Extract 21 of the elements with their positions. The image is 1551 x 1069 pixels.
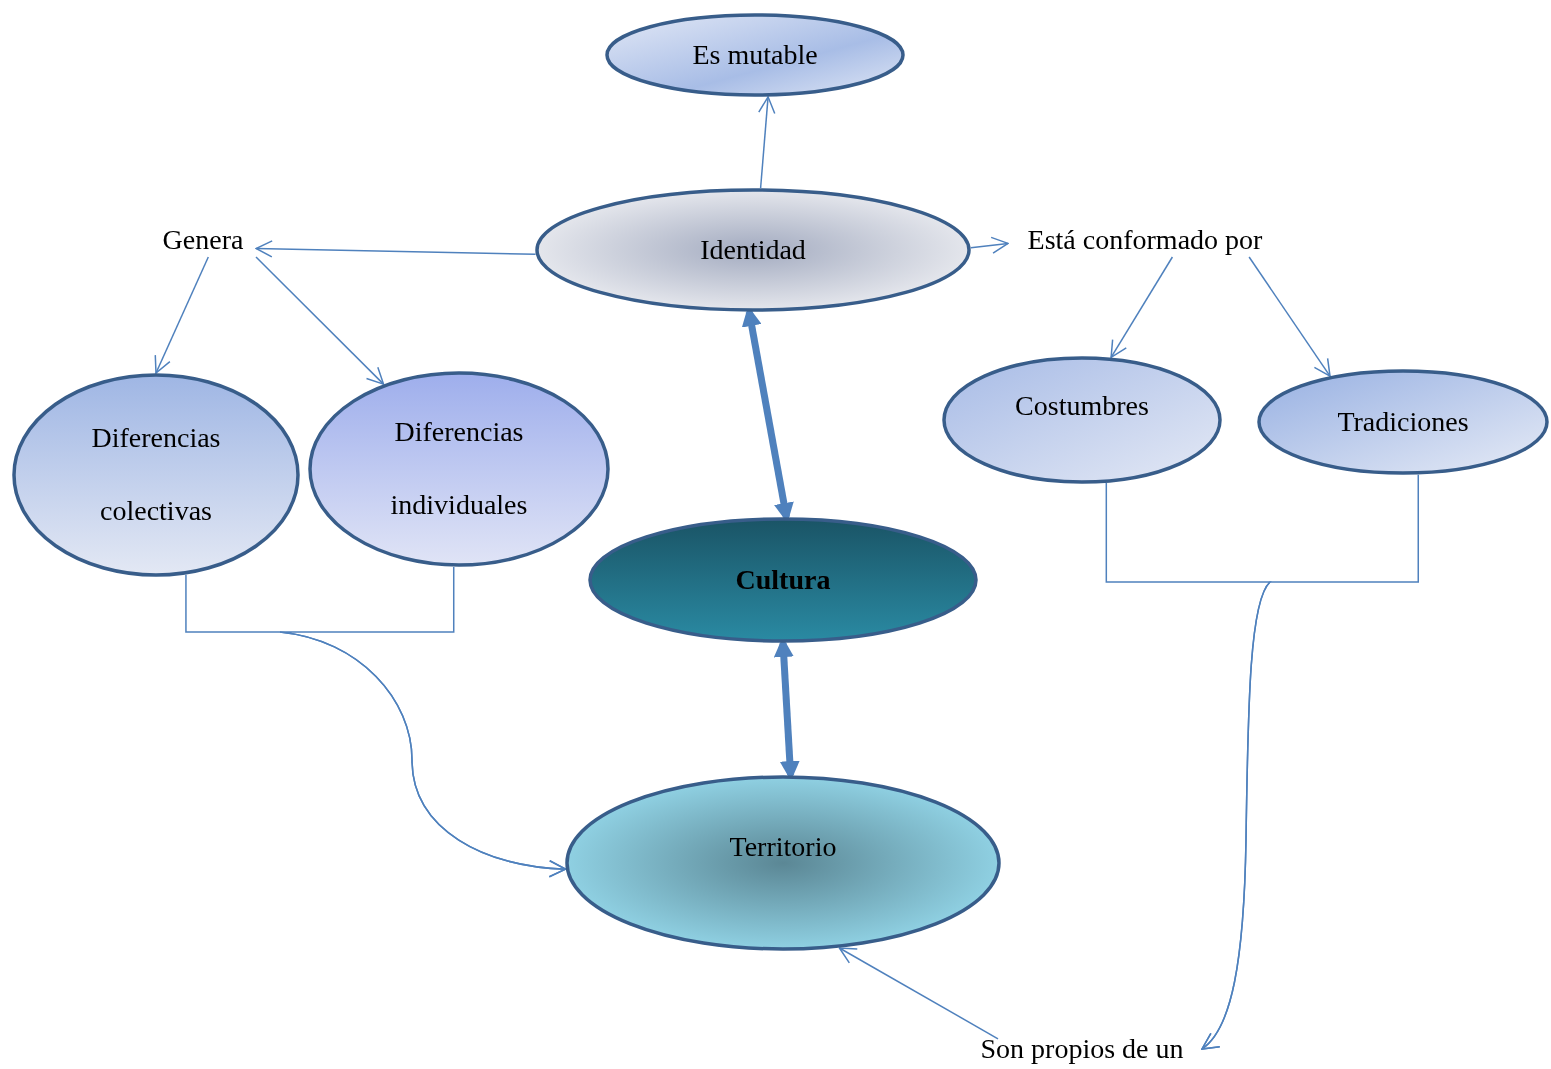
arrow (1110, 256, 1174, 359)
concept-label: Territorio (728, 831, 838, 863)
concept-label: Costumbres (1014, 390, 1150, 422)
arrow (838, 947, 999, 1040)
arrow (1201, 473, 1419, 1050)
connector-label: Son propios de un (979, 1032, 1185, 1066)
concept-label: Es mutable (691, 39, 819, 71)
concept-label: Diferencias colectivas (90, 421, 222, 528)
arrow (255, 256, 385, 385)
arrow (255, 240, 537, 258)
concept-label: Cultura (734, 564, 832, 596)
connector-label: Genera (161, 223, 245, 257)
arrow (758, 96, 776, 189)
connector-label: Está conformado por (1026, 223, 1264, 257)
arrow (279, 566, 567, 877)
arrow (970, 236, 1009, 254)
arrow (154, 256, 210, 374)
arrow (1248, 256, 1331, 377)
concept-label: Diferencias individuales (389, 415, 529, 522)
concept-label: Tradiciones (1336, 406, 1470, 438)
concept-label: Identidad (699, 234, 807, 266)
